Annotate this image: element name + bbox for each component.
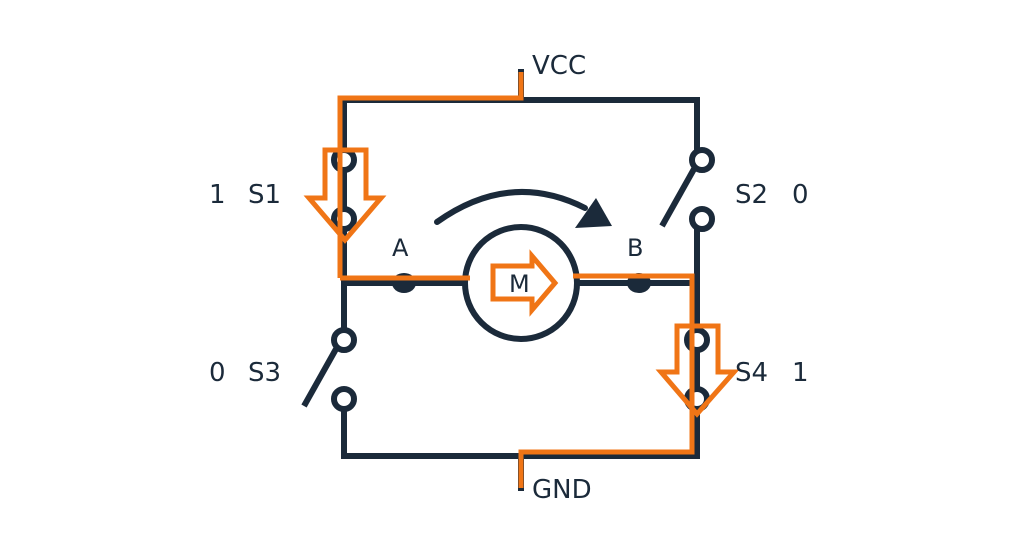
s2-lever [659, 167, 697, 228]
gnd-label: GND [532, 475, 592, 505]
s2-top-contact [689, 147, 715, 173]
right-arrow-icon [490, 249, 559, 317]
s3-state: 0 [209, 358, 226, 388]
s2-bottom-contact [689, 206, 715, 232]
current-path-top [337, 72, 524, 278]
s1-bottom-contact [331, 206, 357, 232]
s3-top-contact [331, 327, 357, 353]
s4-state: 1 [792, 358, 809, 388]
down-arrow-icon [303, 147, 387, 244]
motor-circle [462, 224, 580, 342]
motor-label: M [509, 270, 530, 298]
current-path [337, 72, 695, 488]
s1-state: 1 [209, 180, 226, 210]
s1-name: S1 [248, 180, 281, 210]
s3-bottom-contact [331, 386, 357, 412]
current-path-right [518, 273, 695, 488]
s2-name: S2 [735, 180, 768, 210]
s3-name: S3 [248, 358, 281, 388]
top-rail-wire [341, 97, 700, 163]
switch-s1 [331, 147, 357, 232]
s2-state: 0 [792, 180, 809, 210]
s4-name: S4 [735, 358, 768, 388]
switch-s3 [301, 327, 357, 412]
curved-arrow-icon [434, 189, 612, 228]
vcc-label: VCC [532, 51, 586, 81]
switch-s2 [659, 147, 715, 232]
s3-lever [301, 347, 339, 408]
down-arrow-icon [655, 323, 740, 418]
s1-top-contact [331, 147, 357, 173]
bottom-rail-wire [341, 407, 700, 459]
node-a-label: A [392, 234, 409, 262]
node-b-label: B [627, 234, 643, 262]
